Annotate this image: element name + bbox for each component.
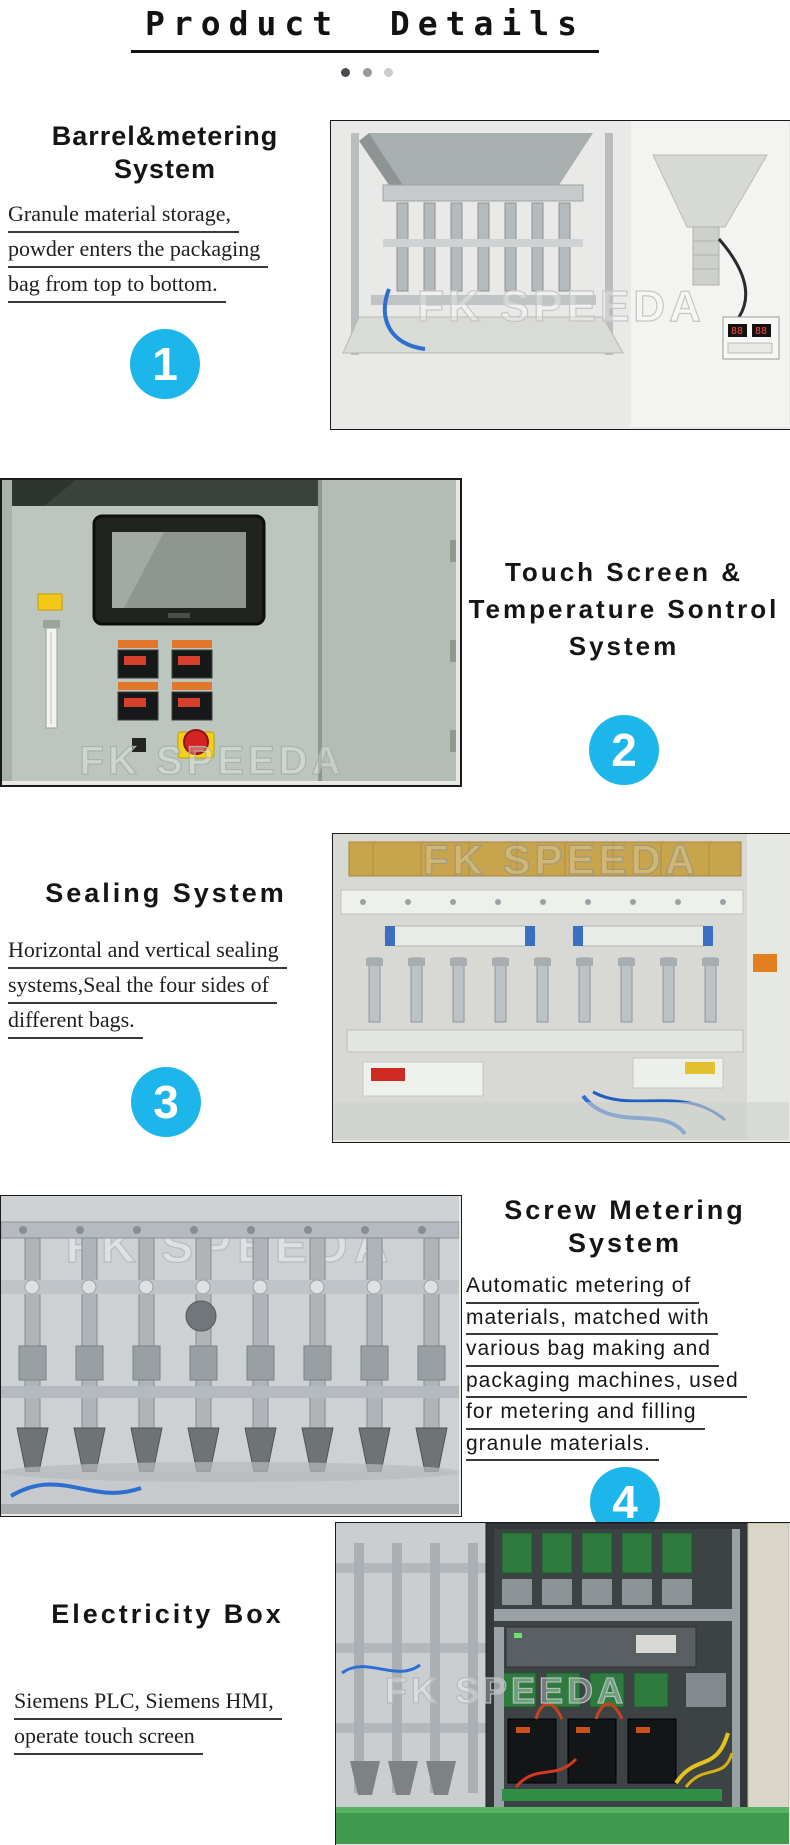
section-description: Siemens PLC, Siemens HMI, operate touch … xyxy=(0,1685,335,1755)
section-barrel-metering: Barrel&metering System Granule material … xyxy=(0,120,330,399)
description-line: materials, matched with xyxy=(466,1304,718,1335)
hmi-screen xyxy=(92,514,266,626)
photo-barrel-metering-system: 88 88 FK SPEEDA xyxy=(330,120,790,430)
section-heading: Barrel&metering System xyxy=(0,120,330,186)
plc-boards xyxy=(501,1532,693,1574)
watermark-text: FK SPEEDA xyxy=(423,836,699,883)
funnels xyxy=(16,1427,448,1473)
description-line: different bags. xyxy=(8,1004,143,1039)
step-badge-1: 1 xyxy=(130,329,200,399)
svg-text:88: 88 xyxy=(755,326,767,337)
description-line: operate touch screen xyxy=(14,1720,203,1755)
section-electricity-box: Electricity Box Siemens PLC, Siemens HMI… xyxy=(0,1522,335,1755)
gear xyxy=(185,1300,217,1332)
section-heading: Screw Metering System xyxy=(460,1194,790,1260)
carousel-dot-2[interactable] xyxy=(362,68,372,77)
section-description: Granule material storage, powder enters … xyxy=(0,198,330,303)
heading-line: System xyxy=(567,1228,683,1258)
description-line: systems,Seal the four sides of xyxy=(8,969,277,1004)
danger-label xyxy=(371,1068,405,1081)
step-badge-2: 2 xyxy=(589,715,659,785)
photo-touch-screen-cabinet: FK SPEEDA xyxy=(0,478,462,787)
heading-line: Sealing System xyxy=(45,878,287,908)
warning-sticker xyxy=(37,593,63,611)
temperature-controllers xyxy=(117,640,213,721)
heading-line: System xyxy=(568,631,680,661)
section-screw-metering: Screw Metering System Automatic metering… xyxy=(460,1192,790,1537)
section-sealing-system: Sealing System Horizontal and vertical s… xyxy=(0,833,332,1137)
heading-line: Electricity Box xyxy=(51,1599,284,1629)
control-box: 88 88 xyxy=(722,316,780,360)
description-line: granule materials. xyxy=(466,1430,659,1461)
section-heading: Electricity Box xyxy=(0,1598,335,1631)
clamps xyxy=(18,1345,446,1381)
section-heading: Sealing System xyxy=(0,877,332,910)
heading-line: Barrel&metering xyxy=(51,121,279,151)
step-badge-3: 3 xyxy=(131,1067,201,1137)
cabinet-door-edge xyxy=(747,1523,789,1814)
horizontal-cylinders xyxy=(384,925,714,947)
description-line: Siemens PLC, Siemens HMI, xyxy=(14,1685,282,1720)
description-line: powder enters the packaging xyxy=(8,233,269,268)
description-line: Horizontal and vertical sealing xyxy=(8,934,287,969)
photo-sealing-system: FK SPEEDA xyxy=(332,833,790,1143)
watermark-text: FK SPEEDA xyxy=(80,739,345,781)
flow-meter xyxy=(43,620,60,729)
carousel-dot-3[interactable] xyxy=(383,68,393,77)
hopper-cone xyxy=(652,154,768,318)
gold-bar xyxy=(348,841,742,877)
svg-text:88: 88 xyxy=(731,326,743,337)
photo-screw-metering-system: FK SPEEDA xyxy=(0,1195,462,1517)
section-description: Automatic metering of materials, matched… xyxy=(460,1272,790,1461)
watermark-text: FK SPEEDA xyxy=(385,1670,627,1711)
photo-electricity-box: FK SPEEDA xyxy=(335,1522,790,1845)
caution-label xyxy=(685,1062,715,1074)
section-description: Horizontal and vertical sealing systems,… xyxy=(0,934,332,1039)
heading-line: Touch Screen & xyxy=(504,557,743,587)
page-title-wrap: Product Details xyxy=(0,0,790,53)
description-line: for metering and filling xyxy=(466,1398,705,1430)
green-floor xyxy=(336,1807,789,1844)
description-line: Automatic metering of xyxy=(466,1272,700,1304)
carousel-dot-1[interactable] xyxy=(341,68,351,77)
vertical-pipes xyxy=(368,957,717,1023)
heading-line: System xyxy=(113,154,217,184)
description-line: various bag making and xyxy=(466,1335,719,1367)
section-touch-screen: Touch Screen & Temperature Sontrol Syste… xyxy=(458,478,790,785)
description-line: bag from top to bottom. xyxy=(8,268,226,303)
heading-line: Screw Metering xyxy=(504,1195,746,1225)
watermark-text: FK SPEEDA xyxy=(417,282,705,331)
section-heading: Touch Screen & Temperature Sontrol Syste… xyxy=(458,554,790,665)
heading-line: Temperature Sontrol xyxy=(468,594,780,624)
metering-unit xyxy=(342,133,624,355)
emergency-stop xyxy=(177,729,215,759)
page-title: Product Details xyxy=(130,4,599,53)
cabinet-interior xyxy=(485,1523,749,1814)
orange-box xyxy=(753,954,777,972)
carousel-dots xyxy=(0,64,762,82)
description-line: packaging machines, used xyxy=(466,1367,747,1398)
description-line: Granule material storage, xyxy=(8,198,239,233)
machine-left xyxy=(336,1543,486,1795)
